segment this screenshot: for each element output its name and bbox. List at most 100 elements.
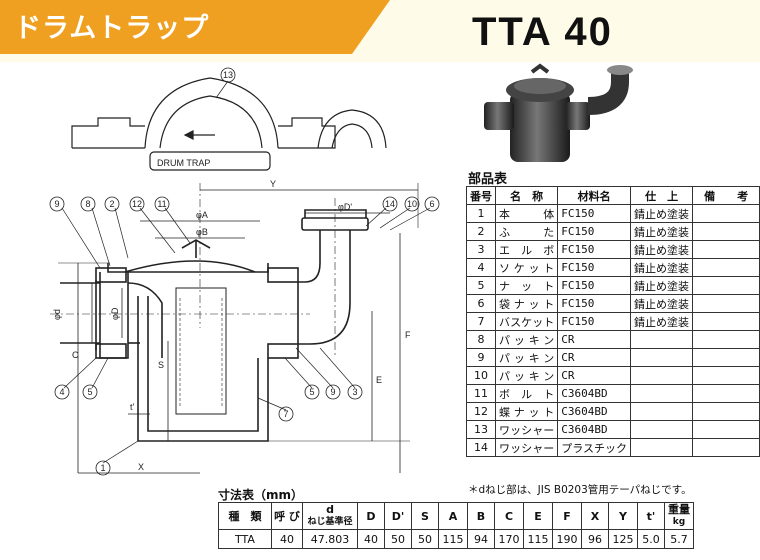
parts-cell-no: 9	[466, 348, 496, 367]
parts-cell-finish	[630, 438, 694, 457]
cross-section-drawing: DRUM TRAP	[49, 67, 440, 476]
parts-cell-note	[692, 366, 760, 385]
parts-cell-finish: 錆止め塗装	[630, 312, 694, 331]
parts-cell-material: プラスチック	[557, 438, 632, 457]
dims-header-d-sub: ねじ基準径	[307, 517, 353, 527]
parts-cell-no: 1	[466, 204, 496, 223]
dims-cell: 190	[552, 529, 582, 549]
header-no: 番号	[466, 186, 496, 205]
parts-cell-material: FC150	[557, 312, 632, 331]
dims-header-A: A	[438, 502, 468, 530]
top-view	[71, 77, 387, 171]
parts-cell-name: 蝶ナット	[494, 402, 559, 421]
dims-header-tprime: t'	[637, 502, 665, 530]
parts-cell-note	[692, 438, 760, 457]
title-banner	[0, 0, 390, 54]
header-material: 材料名	[557, 186, 632, 205]
parts-cell-finish	[630, 330, 694, 349]
callout-5b: 5	[309, 387, 314, 397]
parts-cell-name: パッキン	[494, 366, 559, 385]
dims-header-X: X	[581, 502, 609, 530]
callout-2: 2	[109, 199, 114, 209]
parts-cell-name: ワッシャー	[494, 438, 559, 457]
model-number: TTA 40	[472, 10, 613, 54]
dims-header-D: D	[357, 502, 385, 530]
dims-header-weight-sub: kg	[672, 517, 686, 527]
dims-header-F: F	[552, 502, 582, 530]
callout-9: 9	[54, 199, 59, 209]
callout-11: 11	[157, 199, 166, 209]
dim-label-X: X	[138, 462, 144, 472]
dims-cell: 47.803	[302, 529, 358, 549]
parts-cell-no: 2	[466, 222, 496, 241]
dims-cell: 170	[494, 529, 524, 549]
parts-cell-note	[692, 204, 760, 223]
callout-9b: 9	[330, 387, 335, 397]
parts-cell-material: C3604BD	[557, 384, 632, 403]
dims-header-S: S	[411, 502, 439, 530]
parts-table-title: 部品表	[468, 172, 508, 187]
callout-7: 7	[283, 409, 288, 419]
product-photo	[484, 63, 633, 162]
parts-cell-finish: 錆止め塗装	[630, 294, 694, 313]
parts-cell-finish: 錆止め塗装	[630, 240, 694, 259]
parts-cell-finish	[630, 348, 694, 367]
parts-cell-note	[692, 420, 760, 439]
trap-body	[60, 209, 369, 442]
thread-note: ＊dねじ部は、JIS B0203管用テーパねじです。	[468, 484, 692, 496]
parts-cell-name: バスケット	[494, 312, 559, 331]
dims-header-weight-main: 重量	[668, 503, 690, 516]
parts-cell-note	[692, 330, 760, 349]
dims-header-E: E	[523, 502, 553, 530]
dim-label-B: φB	[196, 227, 208, 237]
parts-cell-name: 本 体	[494, 204, 559, 223]
parts-cell-material: CR	[557, 366, 632, 385]
parts-cell-material: FC150	[557, 258, 632, 277]
header-finish: 仕 上	[630, 186, 694, 205]
dims-cell: 40	[357, 529, 385, 549]
callout-12: 12	[132, 199, 142, 209]
dims-cell: 5.0	[637, 529, 665, 549]
dim-label-Y: Y	[270, 179, 276, 189]
parts-cell-finish: 錆止め塗装	[630, 276, 694, 295]
parts-cell-finish	[630, 366, 694, 385]
dim-label-tprime: t'	[130, 402, 135, 412]
dims-cell: 125	[608, 529, 638, 549]
parts-cell-material: FC150	[557, 222, 632, 241]
dim-label-d: φd	[52, 309, 62, 320]
parts-cell-no: 8	[466, 330, 496, 349]
parts-cell-no: 10	[466, 366, 496, 385]
parts-cell-name: ふ た	[494, 222, 559, 241]
parts-cell-name: パッキン	[494, 348, 559, 367]
parts-cell-note	[692, 402, 760, 421]
page-title: ドラムトラップ	[14, 13, 210, 44]
parts-cell-name: ボルト	[494, 384, 559, 403]
dim-label-Dprime: φD'	[338, 202, 352, 212]
parts-cell-no: 14	[466, 438, 496, 457]
parts-cell-material: CR	[557, 348, 632, 367]
parts-cell-no: 5	[466, 276, 496, 295]
dim-label-S: S	[158, 360, 164, 370]
parts-cell-finish	[630, 402, 694, 421]
callout-6: 6	[429, 199, 434, 209]
callout-3: 3	[352, 387, 357, 397]
parts-cell-finish: 錆止め塗装	[630, 222, 694, 241]
callout-14: 14	[385, 199, 395, 209]
parts-cell-note	[692, 348, 760, 367]
dims-cell: 96	[581, 529, 609, 549]
callout-5: 5	[87, 387, 92, 397]
parts-cell-material: FC150	[557, 276, 632, 295]
dims-cell: 115	[523, 529, 553, 549]
parts-cell-material: C3604BD	[557, 420, 632, 439]
dim-label-C: C	[72, 350, 79, 360]
dims-cell: 50	[411, 529, 439, 549]
parts-cell-name: 袋ナット	[494, 294, 559, 313]
parts-cell-no: 3	[466, 240, 496, 259]
